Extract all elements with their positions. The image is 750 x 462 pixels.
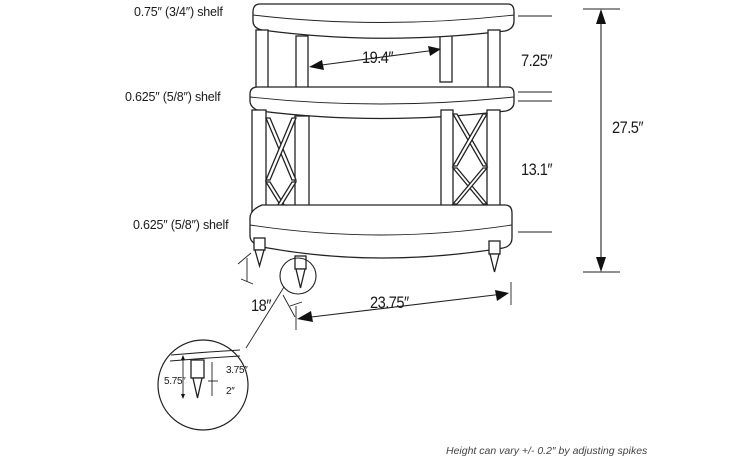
front-left-post-upper (255, 29, 269, 94)
spike-adjust-note: Height can vary +/- 0.2″ by adjusting sp… (446, 445, 648, 457)
depth-dimension (237, 252, 303, 318)
inner-width-arrow (309, 46, 441, 70)
top-gap-label: 7.25″ (521, 51, 553, 70)
top-shelf-label: 0.75″ (3/4″) shelf (134, 5, 223, 19)
top-shelf (252, 3, 515, 39)
middle-shelf-label: 0.625″ (5/8″) shelf (125, 90, 221, 104)
width-label: 23.75″ (370, 293, 409, 312)
spike-overall-label: 5.75″ (164, 376, 186, 387)
callout-leader (245, 286, 285, 349)
front-right-post-upper (487, 29, 501, 93)
middle-shelf (249, 86, 515, 120)
bottom-shelf-edge (249, 224, 513, 236)
spike-callout-ring (279, 257, 317, 295)
spikes (253, 237, 501, 289)
spike-upper-label: 3.75″ (226, 365, 248, 376)
height-dimension-lines (518, 8, 620, 273)
spike-lower-label: 2″ (226, 386, 235, 397)
spike-detail-callout (157, 339, 249, 431)
middle-gap-label: 13.1″ (521, 160, 553, 179)
bottom-shelf (249, 204, 513, 259)
width-dimension (295, 282, 512, 330)
depth-label: 18″ (251, 296, 271, 315)
right-x-brace (451, 113, 489, 205)
back-left-post-lower (440, 109, 454, 207)
total-height-label: 27.5″ (612, 118, 644, 137)
inner-width-label: 19.4″ (362, 48, 394, 67)
bottom-shelf-label: 0.625″ (5/8″) shelf (133, 218, 229, 232)
middle-shelf-edge (249, 96, 515, 105)
top-shelf-edge (252, 14, 515, 23)
